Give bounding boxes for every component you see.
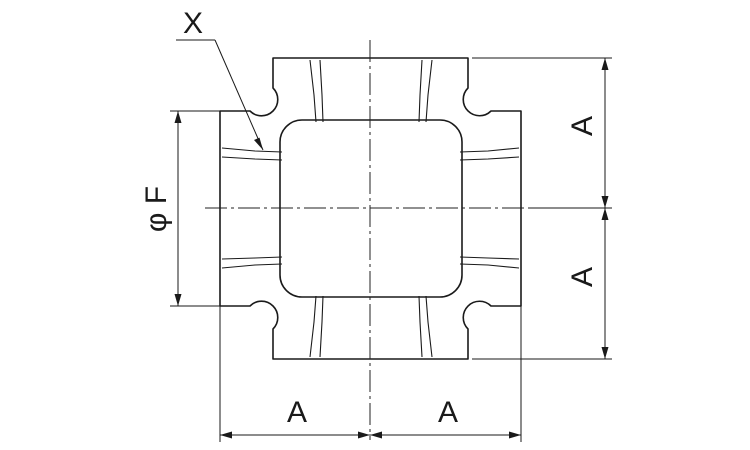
dimension-label-bottom-right: A xyxy=(438,396,458,429)
phi-f-dimension xyxy=(170,110,220,307)
top-port-threads xyxy=(309,59,433,123)
x-leader xyxy=(176,39,264,151)
diameter-label: φ F xyxy=(140,186,173,232)
bottom-extension-lines xyxy=(219,306,522,442)
bottom-dimension xyxy=(220,431,521,439)
leader-label-x: X xyxy=(183,7,203,40)
fitting-outline xyxy=(219,57,522,360)
right-dimension xyxy=(601,58,609,359)
right-extension-lines xyxy=(472,57,612,360)
dimension-label-right-upper: A xyxy=(566,116,599,136)
dimension-label-bottom-left: A xyxy=(287,396,307,429)
dimension-label-right-lower: A xyxy=(566,267,599,287)
bottom-port-threads xyxy=(309,295,433,358)
left-port-threads xyxy=(221,147,283,269)
right-port-threads xyxy=(459,147,520,269)
